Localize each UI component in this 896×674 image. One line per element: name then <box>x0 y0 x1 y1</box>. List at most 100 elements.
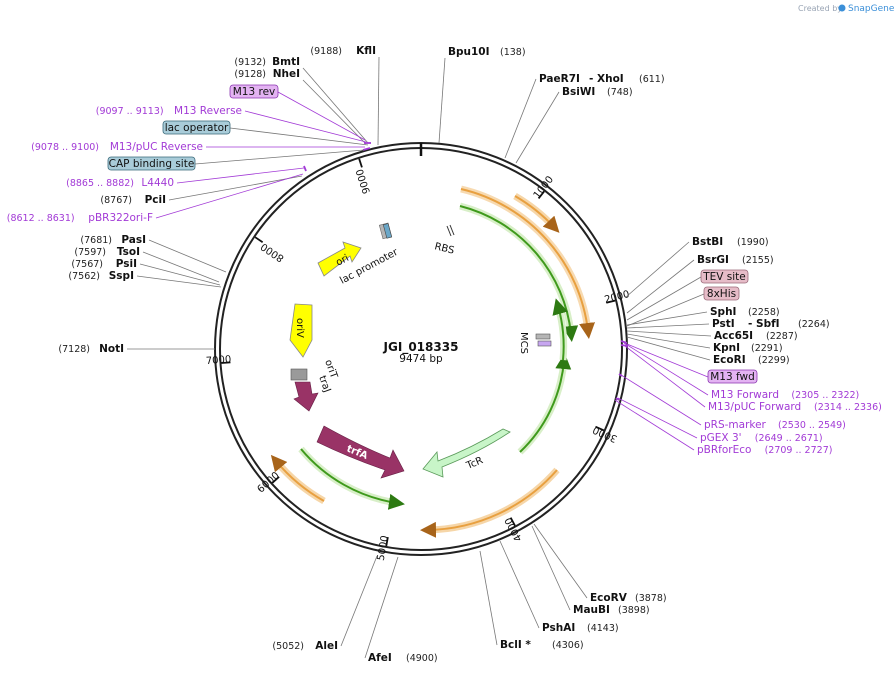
feature-box-label: CAP binding site <box>109 158 195 170</box>
tick-mark <box>254 236 264 243</box>
site-position: (9128) <box>234 69 266 80</box>
site-label: AfeI (4900) <box>368 652 438 664</box>
primer-position: (9097 .. 9113) <box>96 106 164 117</box>
orf-arc-5 <box>552 298 568 361</box>
site-label: KflI(9188) <box>310 45 376 57</box>
site-position: (2258) <box>748 307 780 318</box>
site-label: BsiWI(748) <box>562 86 633 98</box>
tick-label: 7000 <box>206 354 232 367</box>
site-position: (4306) <box>552 640 584 651</box>
site-position: (7681) <box>80 235 112 246</box>
feature-box <box>162 120 231 135</box>
feature-box <box>107 156 196 171</box>
site-name: Acc65I <box>714 330 753 342</box>
site-label: BclI *(4306) <box>500 639 584 651</box>
feature-rbs: RBS <box>433 224 455 257</box>
plasmid-length: 9474 bp <box>399 353 443 365</box>
snapgene-credit: Created by SnapGene <box>798 4 895 14</box>
feature-box-label: lac operator <box>165 122 229 134</box>
site-name: AfeI <box>368 652 392 664</box>
feature-box-label: TEV site <box>702 271 746 283</box>
feature-box <box>229 84 279 99</box>
tick-mark <box>271 476 280 484</box>
orf-arc-1 <box>460 188 595 339</box>
site-leader-line <box>142 251 220 283</box>
primer-name: pBRforEco <box>697 444 751 456</box>
primer-label: M13 Forward(2305 .. 2322) <box>711 389 859 401</box>
site-name: PshAI <box>542 622 575 634</box>
feature-box-label: M13 fwd <box>710 371 755 383</box>
site-position: (7562) <box>68 271 100 282</box>
site-leader-line <box>515 91 560 164</box>
boxed-feature: lac operator <box>162 120 231 135</box>
site-leader-line <box>499 540 540 629</box>
site-name: KflI <box>356 45 376 57</box>
site-label: PciI(8767) <box>100 194 166 206</box>
site-name: EcoRV <box>590 592 628 604</box>
feature-traj: traJ <box>293 374 332 412</box>
tick-label: 5000 <box>376 535 391 562</box>
primer-position: (9078 .. 9100) <box>31 142 99 153</box>
tick-label: 8000 <box>259 240 286 263</box>
site-position: (5052) <box>272 641 304 652</box>
site-leader-line <box>168 175 303 201</box>
primer-position: (2649 .. 2671) <box>755 433 823 444</box>
site-position: (1990) <box>737 237 769 248</box>
site-leader-line <box>504 78 537 159</box>
tick-mark <box>385 536 389 547</box>
boxed-feature: M13 rev <box>229 84 279 99</box>
orf-arc-7 <box>270 454 325 502</box>
site-label: NotI(7128) <box>58 343 124 355</box>
orf-arcs <box>270 185 595 538</box>
tick-mark <box>221 361 231 364</box>
site-label: MauBI(3898) <box>573 604 650 616</box>
feature-trfa: trfA <box>316 425 405 479</box>
boxed-feature: CAP binding site <box>107 156 196 171</box>
site-leader-line <box>139 263 221 286</box>
plasmid-name: JGI_018335 <box>383 340 459 355</box>
primer-name: M13 Reverse <box>174 105 242 117</box>
primer-position: (2530 .. 2549) <box>778 420 846 431</box>
primer-name: pGEX 3' <box>700 432 742 444</box>
site-name: EcoRI <box>713 354 746 366</box>
primer-leader-line <box>624 345 706 408</box>
site-leader-lines <box>127 56 712 659</box>
primer-position: (2314 .. 2336) <box>814 402 882 413</box>
feature-leader-line <box>277 91 366 141</box>
primer-position: (8865 .. 8882) <box>66 178 134 189</box>
site-name: BmtI <box>272 56 300 68</box>
site-position: (8767) <box>100 195 132 206</box>
site-leader-line <box>340 555 378 647</box>
site-name: SspI <box>109 270 134 282</box>
primer-label: pBR322ori-F(8612 .. 8631) <box>7 212 153 224</box>
restriction-site-labels: Bpu10I(138)PaeR7I- XhoI(611)BsiWI(748)Bs… <box>58 45 829 664</box>
site-position: (2264) <box>798 319 830 330</box>
site-position: (4900) <box>406 653 438 664</box>
site-label: BstBI(1990) <box>692 236 769 248</box>
primer-name: M13 Forward <box>711 389 779 401</box>
svg-text:MCS: MCS <box>518 332 529 354</box>
site-label: PshAI(4143) <box>542 622 619 634</box>
feature-ori: ori <box>317 241 362 277</box>
site-label: PasI(7681) <box>80 234 146 246</box>
boxed-feature: 8xHis <box>703 286 740 301</box>
tick-mark <box>606 299 616 304</box>
feature-leader-line <box>229 127 369 146</box>
site-label: AleI (5052) <box>272 640 338 652</box>
tick-mark <box>595 425 605 432</box>
feature-box <box>703 286 740 301</box>
feature-box <box>707 369 758 384</box>
site-label: SphI(2258) <box>710 306 780 318</box>
svg-text:TcR: TcR <box>464 455 485 472</box>
site-position: (2291) <box>751 343 783 354</box>
boxed-feature: M13 fwd <box>707 369 758 384</box>
feature-leader-line <box>626 276 702 321</box>
site-leader-line <box>438 57 446 144</box>
site-leader-line <box>479 550 498 646</box>
site-name: AleI <box>315 640 338 652</box>
feature-box <box>700 269 749 284</box>
site-position: (7128) <box>58 344 90 355</box>
primer-label: M13/pUC Forward(2314 .. 2336) <box>708 401 882 413</box>
primer-label: pGEX 3' (2649 .. 2671) <box>700 432 823 444</box>
